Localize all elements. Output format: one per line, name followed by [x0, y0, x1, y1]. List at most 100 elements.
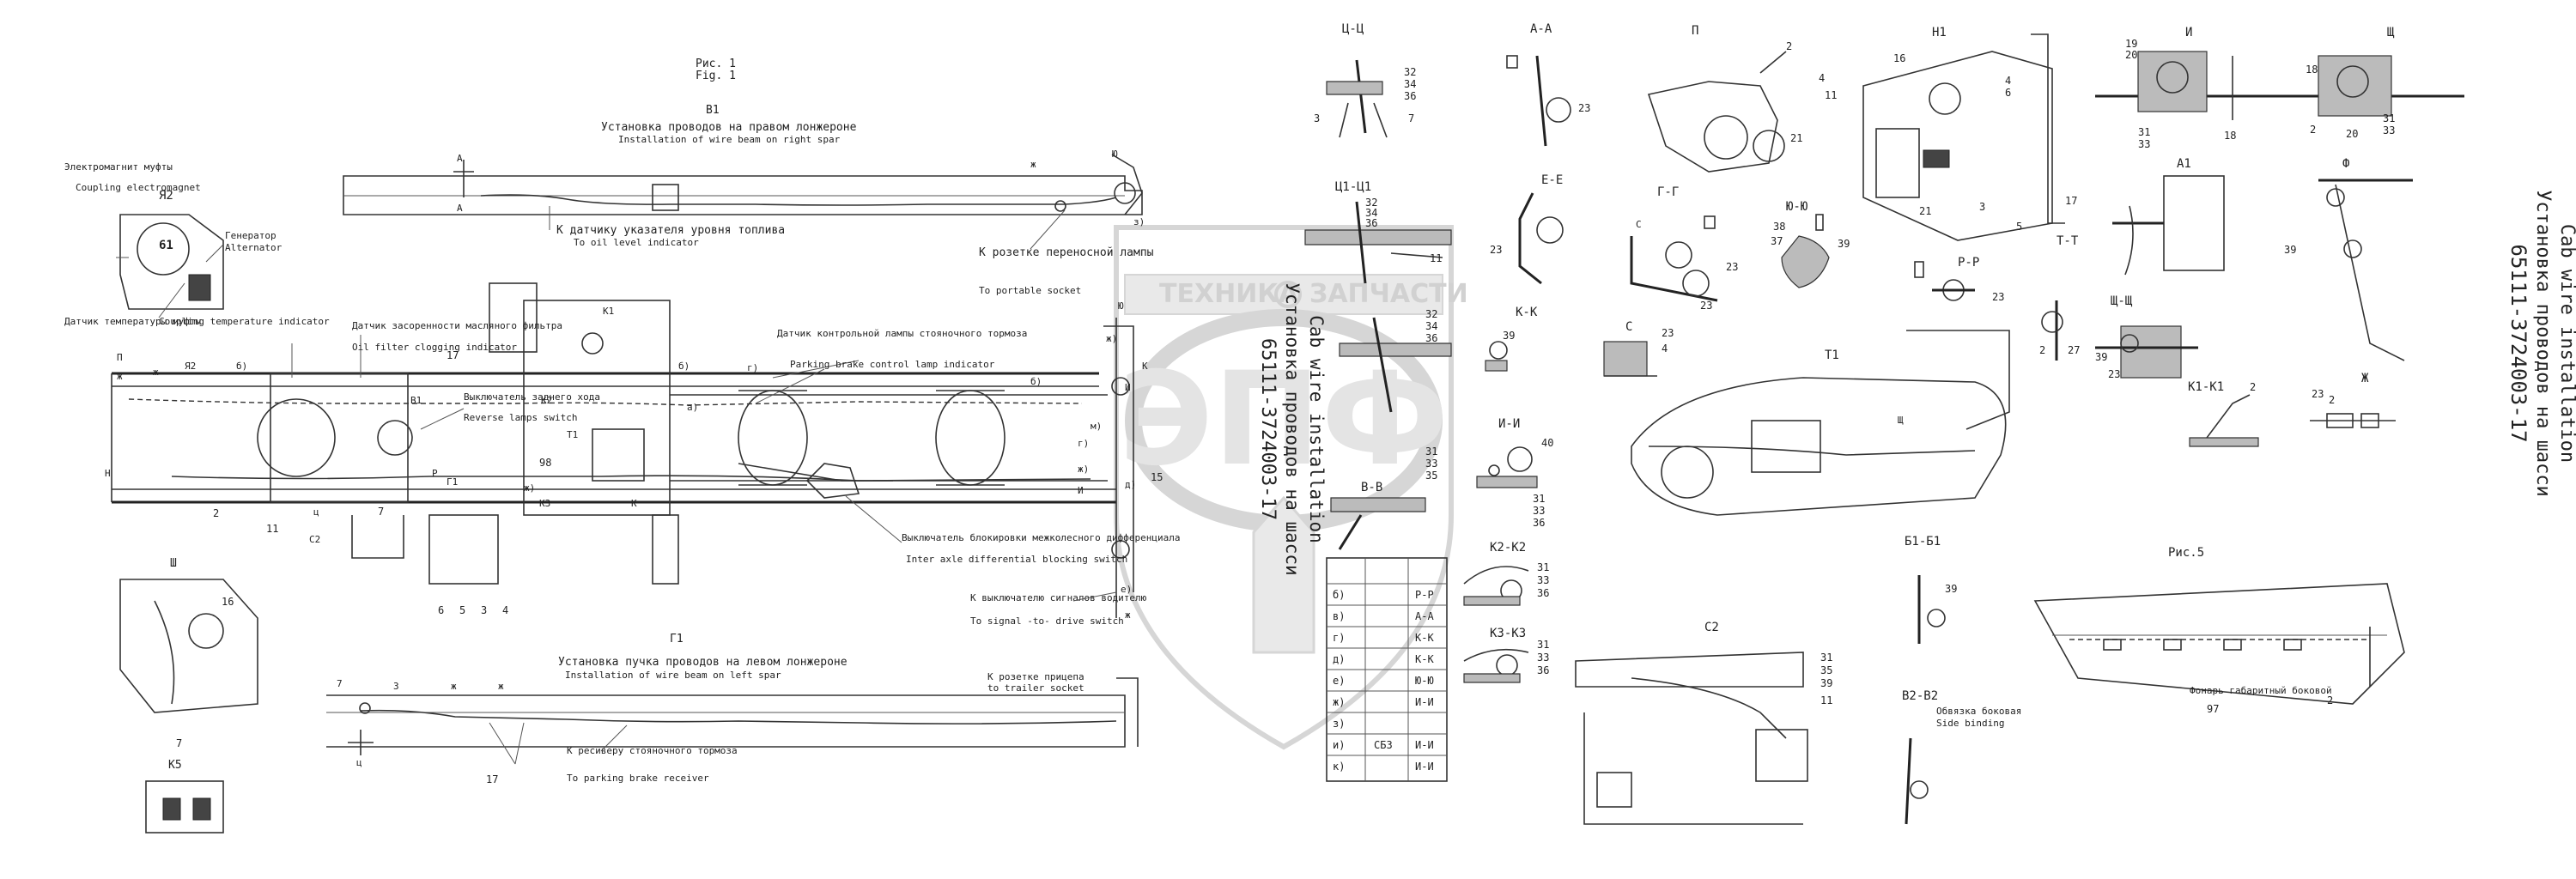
callout-p-2: 2 — [1786, 40, 1792, 52]
signal-label-en: To signal -to- drive switch — [970, 615, 1124, 627]
detail-c2: С2 31 35 39 11 — [1575, 621, 1832, 825]
mark-v1-plan: В1 — [410, 395, 422, 406]
section-shch: Щ 18 2 20 31 33 — [2284, 26, 2464, 140]
filter-label-en: Oil filter clogging indicator — [352, 342, 517, 353]
section-s-label: С — [1625, 320, 1632, 334]
mark-n-left: Н — [105, 468, 111, 479]
table-cell: И-И — [1415, 696, 1434, 708]
callout-ii-33: 33 — [1533, 505, 1545, 517]
mark-t1-plan: Т1 — [567, 429, 578, 440]
callout-tt-2: 2 — [2039, 344, 2045, 356]
callout-c2-11: 11 — [1820, 694, 1832, 706]
callout-rr-23: 23 — [1992, 291, 2004, 303]
mark-b-plan-r: б) — [1030, 376, 1042, 387]
section-aa: А-А 23 — [1506, 22, 1590, 147]
callout-plan-17: 17 — [447, 349, 459, 361]
callout-b1b1-39: 39 — [1945, 583, 1957, 595]
mark-a-plan: а) — [687, 402, 698, 413]
mark-ts-left-spar: ц — [356, 757, 362, 768]
left-spar-caption-en: Installation of wire beam on left spar — [565, 670, 781, 681]
section-a1: А1 — [2112, 157, 2225, 276]
section-mark-a-bottom: А — [457, 203, 463, 214]
callout-ts-32: 32 — [1404, 66, 1416, 78]
table-cell: Р-Р — [1415, 589, 1434, 601]
view-b2b2-label: В2-В2 — [1902, 689, 1938, 703]
callout-ts1-34: 34 — [1365, 207, 1377, 219]
mark-k-plan2: К — [1142, 361, 1148, 372]
callout-shchshch-39: 39 — [2095, 351, 2107, 363]
callout-kk-39: 39 — [1503, 330, 1515, 342]
section-k2k2: К2-К2 31 33 36 — [1463, 541, 1549, 606]
callout-p-21: 21 — [1790, 132, 1802, 144]
callout-k3k3-33: 33 — [1537, 652, 1549, 664]
section-k3k3-label: К3-К3 — [1490, 627, 1526, 640]
callout-ts1-36: 36 — [1365, 217, 1377, 229]
table-cell: з) — [1333, 718, 1345, 730]
callout-f-39: 39 — [2284, 244, 2296, 256]
callout-shch-31: 31 — [2383, 112, 2395, 124]
detail-sh: Ш 16 7 — [119, 557, 258, 749]
mark-g1-plan: Г1 — [447, 476, 458, 488]
callout-ii-36: 36 — [1533, 517, 1545, 529]
callout-shch-20: 20 — [2346, 128, 2358, 140]
mark-i-plan2: И — [1125, 382, 1131, 393]
section-gg-label: Г-Г — [1657, 185, 1679, 199]
section-tt: Т-Т 2 27 — [2039, 234, 2080, 361]
parking-label-ru: Датчик контрольной лампы стояночного тор… — [777, 328, 1027, 339]
table-cell: ж) — [1333, 696, 1345, 708]
callout-n1-21: 21 — [1919, 205, 1931, 217]
receiver-label-ru: К ресиверу стояночного тормоза — [567, 745, 738, 756]
watermark-brand-right: ЗАПЧАСТИ — [1309, 279, 1468, 309]
mark-g-plan-top: г) — [747, 362, 758, 373]
section-k1k1: К1-К1 2 — [2188, 380, 2259, 447]
section-shchshch-label: Щ-Щ — [2111, 294, 2133, 308]
callout-plan-11: 11 — [266, 523, 278, 535]
mark-i-plan: И — [1078, 485, 1084, 496]
callout-ts-36: 36 — [1404, 90, 1416, 102]
table-cell: и) — [1333, 739, 1345, 751]
callout-ts-3: 3 — [1314, 112, 1320, 124]
left-spar-caption-ru: Установка пучка проводов на левом лонжер… — [558, 656, 848, 669]
fig5-label: Рис.5 — [2168, 546, 2204, 560]
callout-p-4: 4 — [1819, 72, 1825, 84]
callout-n1-16: 16 — [1893, 52, 1905, 64]
callout-plan-6: 6 — [438, 604, 444, 616]
mark-pt-plan: Р — [432, 468, 438, 479]
section-p: П 2 4 11 21 — [1647, 24, 1837, 173]
callout-shch-2: 2 — [2310, 124, 2316, 136]
watermark-logo: ЭПФ — [1119, 345, 1449, 494]
callout-plan-3: 3 — [481, 604, 487, 616]
view-k5-label: К5 — [168, 759, 182, 772]
lamp-socket-en: To portable socket — [979, 285, 1081, 296]
callout-n1-5: 5 — [2016, 221, 2022, 233]
section-a1-label: А1 — [2177, 157, 2191, 171]
section-shch-label: Щ — [2387, 26, 2395, 39]
callout-yuyu-38: 38 — [1773, 221, 1785, 233]
view-g1-label: Г1 — [670, 633, 683, 646]
trailer-label-ru: К розетке прицепа — [987, 671, 1084, 682]
section-ee-label: Е-Е — [1541, 173, 1563, 187]
callout-gg-23b: 23 — [1700, 300, 1712, 312]
mark-c2-plan: С2 — [309, 534, 320, 545]
callout-ii-40: 40 — [1541, 437, 1553, 449]
section-zh: Ж 23 2 — [2310, 372, 2396, 428]
section-ii-label: И-И — [1498, 417, 1520, 431]
right-spar-view: В1 Установка проводов на правом лонжерон… — [343, 104, 1154, 296]
detail-k5: К5 — [145, 759, 224, 834]
callout-ee-23: 23 — [1490, 244, 1502, 256]
table-cell: г) — [1333, 632, 1345, 644]
mark-ts-plan: ц — [313, 506, 319, 518]
section-ts: Ц-Ц — [1342, 22, 1364, 36]
callout-s-23: 23 — [1662, 327, 1674, 339]
mark-k-plan: К — [631, 498, 637, 509]
mark-z-right-spar: з) — [1133, 216, 1145, 227]
center-sections: Ц-Ц 32 34 36 3 7 Ц1-Ц1 32 34 36 11 32 34… — [1304, 22, 1452, 550]
callout-k2k2-36: 36 — [1537, 587, 1549, 599]
table-cell: И-И — [1415, 739, 1434, 751]
temp-label-ru: Датчик температуры муфты — [64, 316, 201, 327]
section-p-label: П — [1692, 24, 1698, 38]
section-rr-label: Р-Р — [1958, 256, 1979, 270]
section-ee: Е-Е 23 — [1490, 173, 1564, 285]
callout-k2k2-33: 33 — [1537, 574, 1549, 586]
